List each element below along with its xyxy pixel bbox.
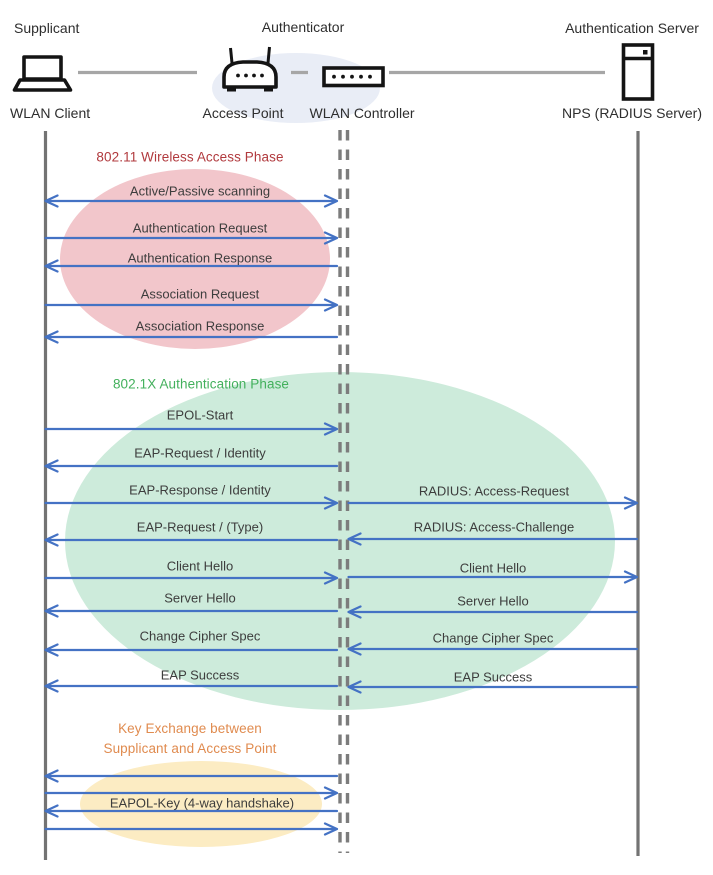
message-label: EAP-Request / (Type) [136, 519, 264, 535]
message-arrow [44, 643, 339, 657]
access-point-icon [222, 46, 278, 92]
role-supplicant: Supplicant [14, 20, 80, 36]
phase3-title: Key Exchange between Supplicant and Acce… [103, 719, 276, 759]
message-arrow [347, 642, 639, 656]
message-label: Server Hello [457, 593, 529, 609]
message-label: RADIUS: Access-Request [418, 483, 570, 499]
role-authentication-server: Authentication Server [565, 20, 699, 36]
message-label: EAP Success [453, 669, 533, 685]
message-arrow [44, 533, 339, 547]
phase3-title-line2: Supplicant and Access Point [103, 741, 277, 756]
message-label: Authentication Request [132, 220, 268, 236]
role-authenticator: Authenticator [261, 19, 345, 35]
message-label: Association Request [140, 286, 260, 302]
message-arrows [44, 194, 639, 836]
phase1-title: 802.11 Wireless Access Phase [96, 149, 284, 165]
message-label: Client Hello [166, 558, 234, 574]
message-label: Change Cipher Spec [139, 628, 261, 644]
message-label: Active/Passive scanning [129, 183, 271, 199]
message-arrow [347, 605, 639, 619]
message-arrow [347, 496, 639, 510]
phase3-ellipse [80, 761, 322, 847]
device-label-wlan-controller: WLAN Controller [309, 105, 415, 121]
message-label: RADIUS: Access-Challenge [413, 519, 575, 535]
message-label: EPOL-Start [166, 407, 234, 423]
message-label: EAP-Request / Identity [134, 445, 266, 461]
message-label: EAP Success [160, 667, 240, 683]
message-arrow [44, 496, 339, 510]
device-label-wlan-client: WLAN Client [10, 105, 91, 121]
message-arrow [44, 786, 339, 800]
message-label: EAP-Response / Identity [129, 482, 271, 498]
message-arrow [44, 822, 339, 836]
message-arrow [44, 769, 339, 783]
message-arrow [347, 532, 639, 546]
message-label: Change Cipher Spec [432, 630, 554, 646]
message-arrow [44, 571, 339, 585]
message-arrow [44, 459, 339, 473]
message-arrow [44, 422, 339, 436]
phase2-title: 802.1X Authentication Phase [112, 376, 290, 392]
message-arrow [44, 604, 339, 618]
message-label: Association Response [135, 318, 265, 334]
message-arrow [347, 570, 639, 584]
message-arrow [347, 680, 639, 694]
server-tower-icon [621, 43, 655, 101]
message-label: Server Hello [164, 590, 236, 606]
message-arrow [44, 804, 339, 818]
message-arrow [44, 330, 339, 344]
device-label-nps-radius-server: NPS (RADIUS Server) [561, 105, 703, 121]
message-arrow [44, 298, 339, 312]
message-label: Client Hello [459, 560, 527, 576]
message-arrow [44, 259, 339, 273]
device-label-access-point: Access Point [202, 105, 284, 121]
laptop-icon [12, 55, 73, 92]
message-arrow [44, 231, 339, 245]
wlan-controller-icon [322, 66, 385, 88]
lifeline-controller-dashed [338, 130, 350, 853]
phase3-title-line1: Key Exchange between [118, 721, 262, 736]
message-label: Authentication Response [127, 250, 273, 266]
eapol-key-label: EAPOL-Key (4-way handshake) [109, 795, 295, 811]
message-arrow [44, 679, 339, 693]
message-arrow [44, 194, 339, 208]
